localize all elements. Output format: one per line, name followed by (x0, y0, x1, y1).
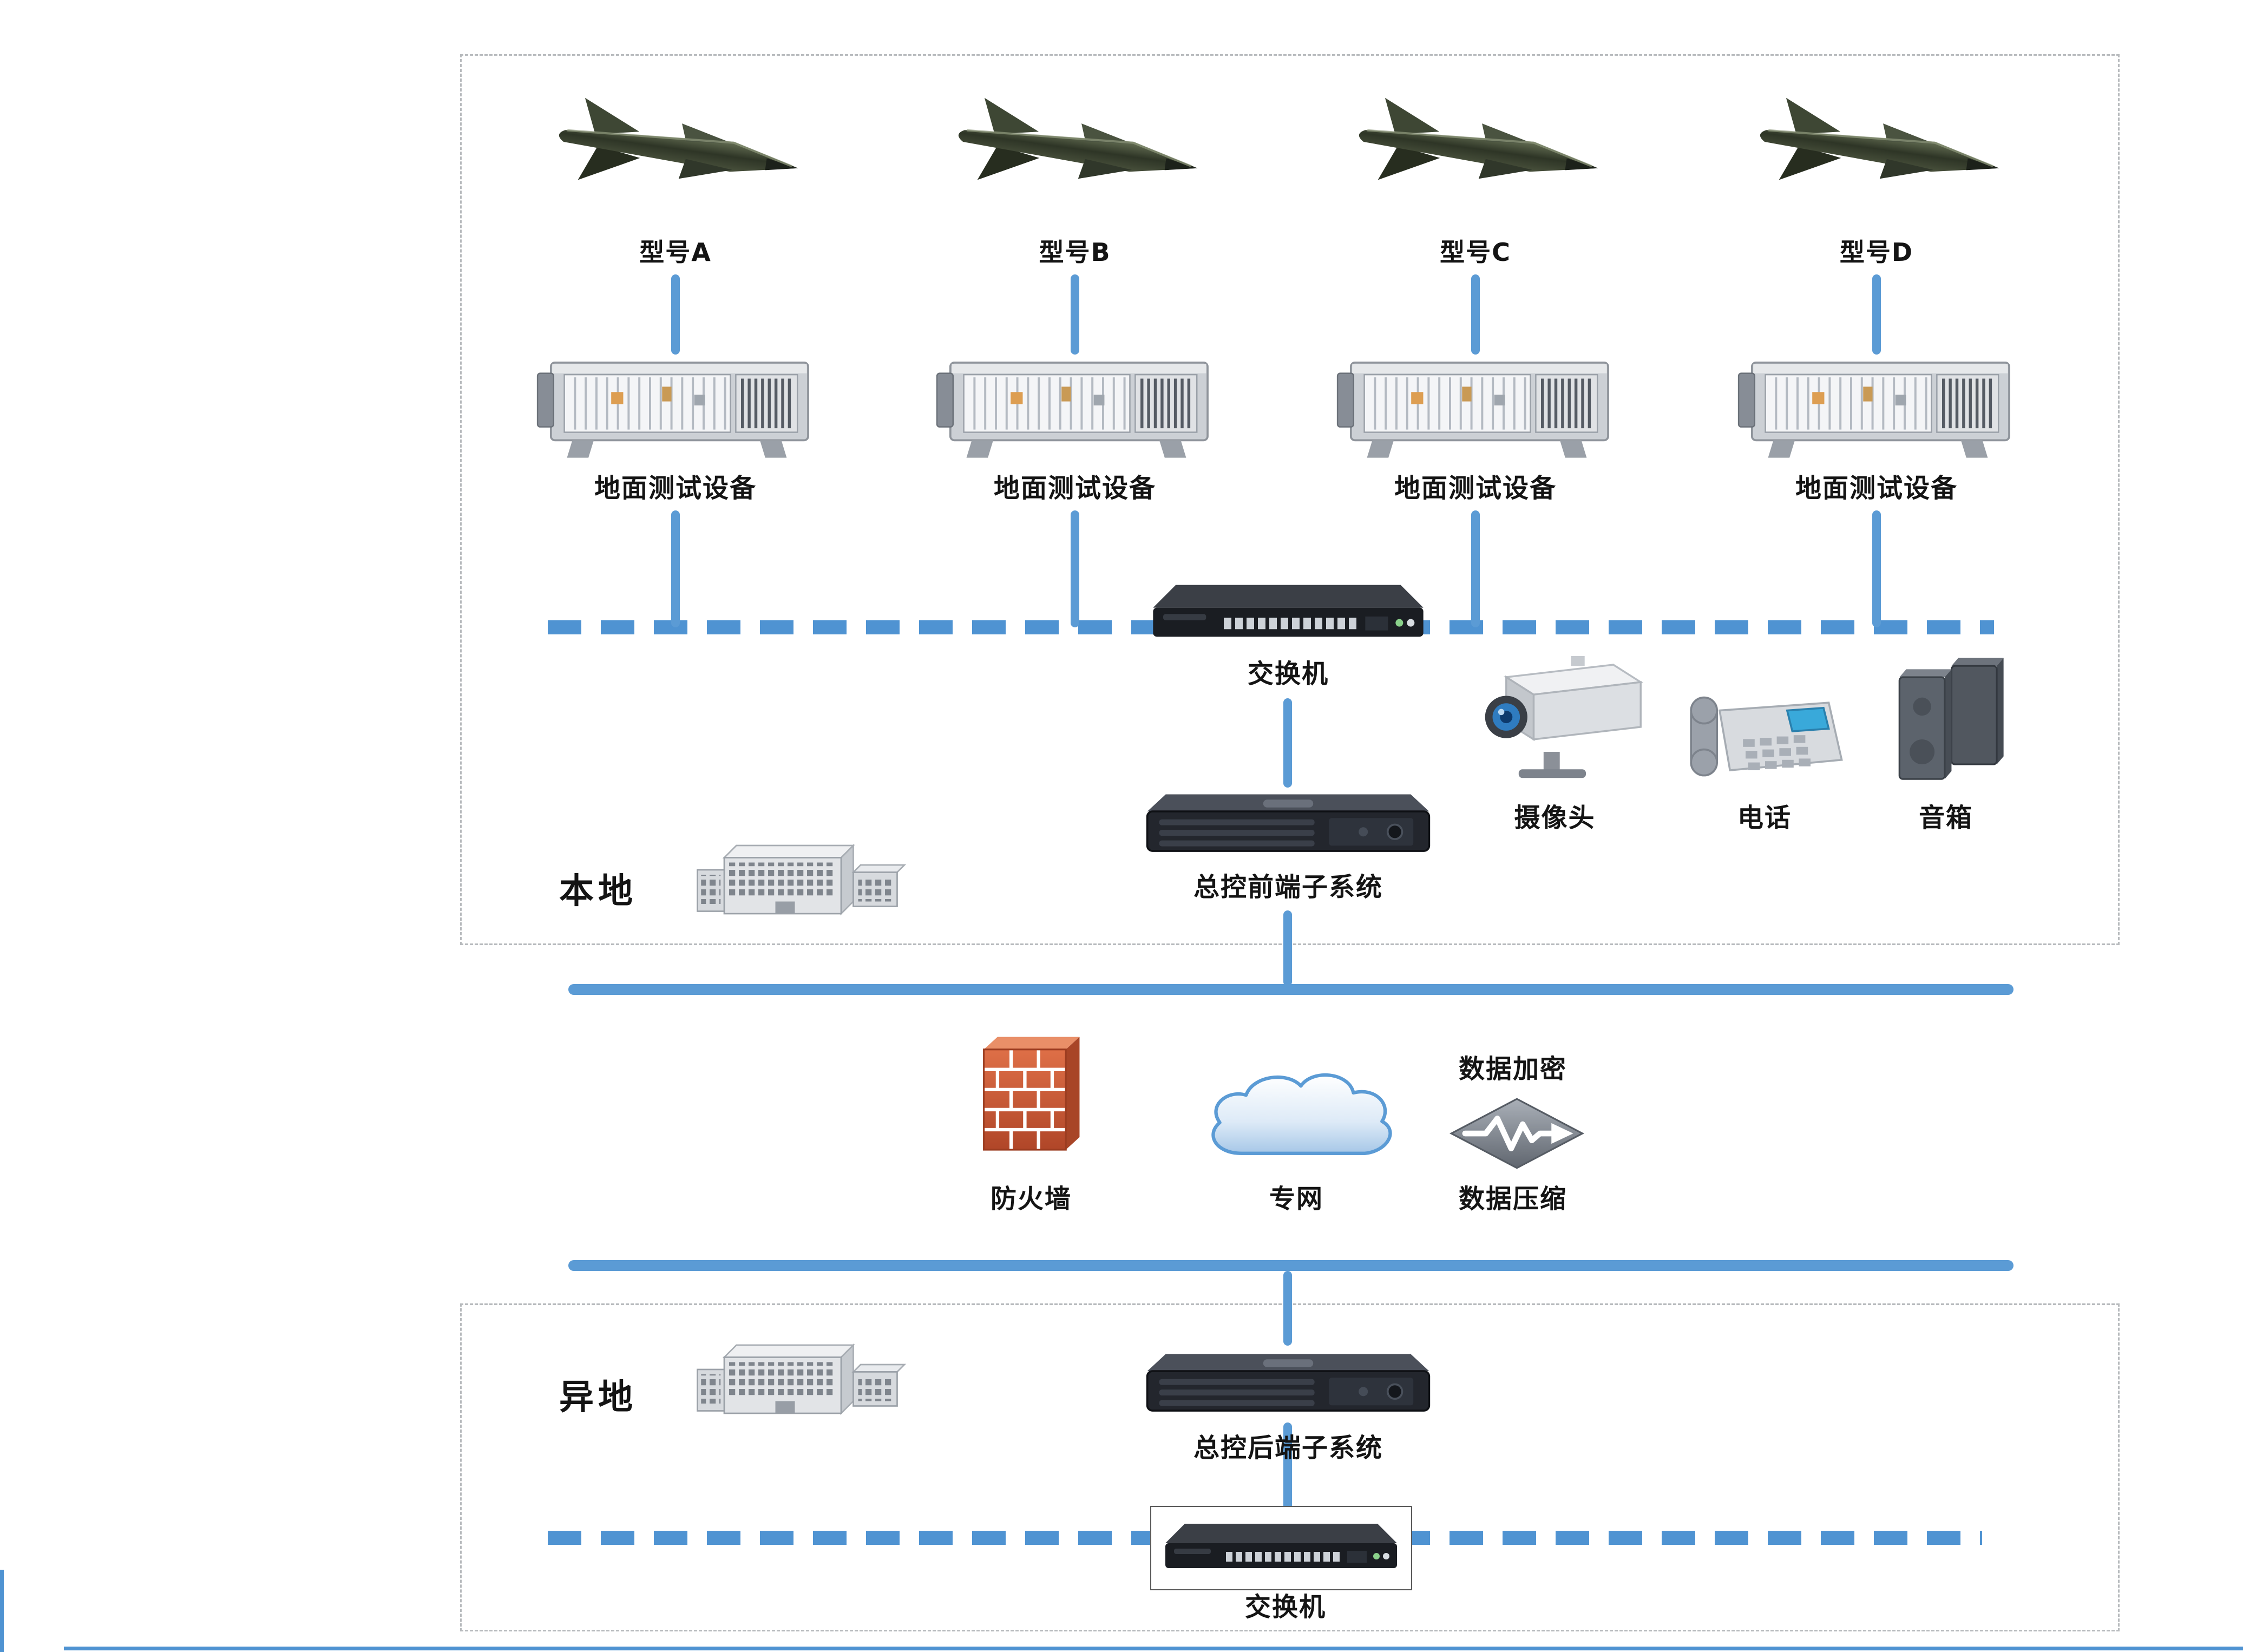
test-equipment-icon (1736, 355, 2017, 462)
connector-line (1471, 510, 1480, 627)
test-equipment-icon (535, 355, 816, 462)
backbone-line (568, 984, 2014, 995)
missile-icon (1339, 83, 1611, 226)
model-label: 型号B (1039, 238, 1111, 267)
local-section-label: 本地 (559, 871, 637, 912)
telephone-icon (1681, 679, 1850, 796)
camera-icon (1461, 652, 1648, 789)
connector-line (1283, 698, 1292, 788)
remote-section-label: 异地 (559, 1377, 637, 1418)
private-network-cloud-icon (1193, 1062, 1399, 1176)
local-switch-label: 交换机 (1247, 659, 1329, 689)
model-label: 型号C (1440, 238, 1511, 267)
switch-frame (1150, 1506, 1412, 1590)
backbone-line (568, 1260, 2014, 1271)
codec-diamond-icon (1448, 1097, 1586, 1170)
missile-icon (539, 83, 811, 226)
connector-line (1283, 910, 1292, 986)
connector-line (1872, 510, 1881, 627)
speaker-icon (1884, 652, 2008, 788)
speaker-label: 音箱 (1918, 803, 1973, 833)
building-icon (690, 831, 909, 928)
device-label: 地面测试设备 (1394, 473, 1557, 503)
firewall-icon (977, 1031, 1085, 1159)
missile-icon (1740, 83, 2012, 226)
connector-line (671, 274, 680, 355)
missile-icon (939, 83, 1211, 226)
back-server-label: 总控后端子系统 (1193, 1433, 1383, 1463)
network-switch-icon (1157, 1515, 1406, 1580)
device-label: 地面测试设备 (1795, 473, 1958, 503)
network-switch-icon (1142, 575, 1434, 651)
test-equipment-icon (934, 355, 1216, 462)
page-border (64, 1647, 2243, 1650)
missile-unit: 型号D 地面测试设备 (1733, 100, 2020, 636)
model-label: 型号A (639, 238, 712, 267)
camera-label: 摄像头 (1514, 803, 1596, 833)
missile-unit: 型号A 地面测试设备 (532, 100, 819, 636)
missile-unit: 型号C 地面测试设备 (1332, 100, 1619, 636)
test-equipment-icon (1335, 355, 1616, 462)
remote-switch-label: 交换机 (1244, 1592, 1326, 1622)
device-label: 地面测试设备 (594, 473, 757, 503)
phone-label: 电话 (1737, 803, 1792, 833)
connector-line (1283, 1271, 1292, 1346)
connector-line (1071, 274, 1079, 355)
compress-label: 数据压缩 (1458, 1184, 1567, 1214)
server-icon (1137, 1343, 1440, 1422)
building-icon (690, 1330, 909, 1428)
connector-line (671, 510, 680, 627)
connector-line (1471, 274, 1480, 355)
encrypt-label: 数据加密 (1458, 1054, 1567, 1084)
connector-line (1283, 1422, 1292, 1513)
front-server-label: 总控前端子系统 (1193, 872, 1383, 902)
private-network-label: 专网 (1269, 1184, 1323, 1214)
firewall-label: 防火墙 (990, 1184, 1072, 1214)
page-border (0, 1570, 4, 1652)
connector-line (1071, 510, 1079, 627)
device-label: 地面测试设备 (993, 473, 1156, 503)
connector-line (1872, 274, 1881, 355)
model-label: 型号D (1839, 238, 1914, 267)
server-icon (1137, 784, 1440, 863)
missile-unit: 型号B 地面测试设备 (932, 100, 1218, 636)
